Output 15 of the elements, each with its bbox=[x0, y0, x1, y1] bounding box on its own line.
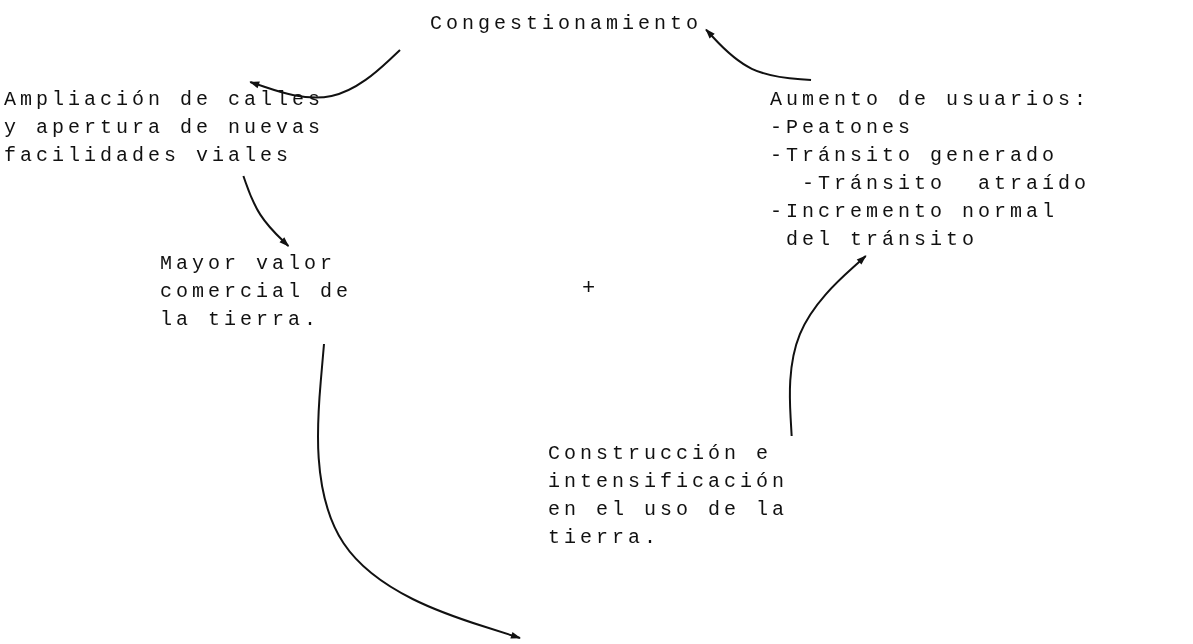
arrow bbox=[705, 28, 813, 81]
sign-label: + bbox=[582, 276, 596, 301]
list-item: -Tránsito atraído bbox=[801, 171, 1091, 197]
node-text: Ampliación de calles y apertura de nuevas facilidades viales bbox=[4, 87, 326, 169]
list-item: -Peatones bbox=[770, 115, 915, 141]
node-text: Congestionamiento bbox=[430, 11, 703, 37]
arrow bbox=[788, 255, 867, 437]
list-item: -Tránsito generado bbox=[770, 143, 1059, 169]
arrow bbox=[242, 175, 290, 247]
node-text: Mayor valor comercial de la tierra. bbox=[160, 251, 354, 333]
arrow bbox=[249, 49, 401, 99]
heading-text: Aumento de usuarios: bbox=[770, 87, 1091, 113]
list-item: -Incremento normal del tránsito bbox=[770, 199, 1060, 253]
arrow bbox=[316, 343, 521, 639]
node-text: Construcción e intensificación en el uso de la tierra. bbox=[548, 441, 790, 551]
